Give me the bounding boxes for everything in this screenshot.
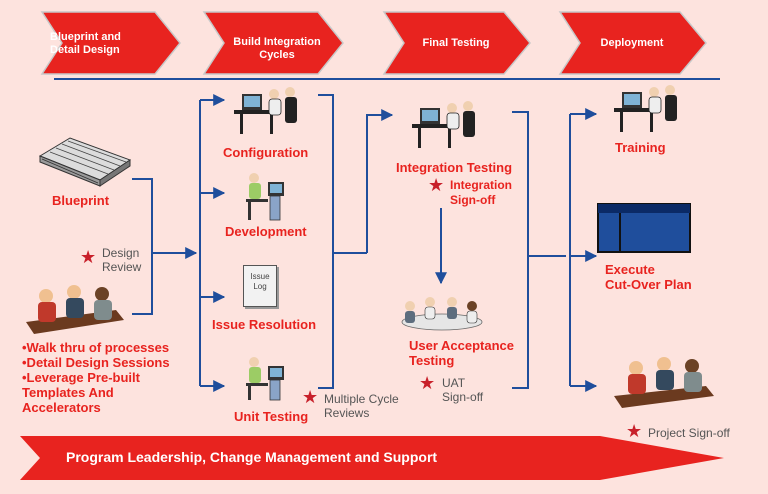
signoff-meeting-icon — [614, 357, 714, 408]
blueprint-document-icon — [38, 137, 132, 187]
uat-label: User Acceptance Testing — [409, 338, 515, 368]
unit-tester-icon — [246, 357, 284, 401]
project-signoff-star-icon: ★ — [626, 421, 643, 441]
integration-signoff-label: Integration Sign-off — [450, 178, 512, 207]
design-review-label: Design Review — [102, 246, 142, 274]
design-review-star-icon: ★ — [80, 247, 97, 267]
phase-label-3: Final Testing — [422, 37, 490, 49]
bullet-design-sessions: •Detail Design Sessions — [22, 355, 170, 370]
cycle-reviews-star-icon: ★ — [302, 387, 319, 407]
issue-log-text: Issue Log — [250, 272, 270, 291]
bullet-walkthru: •Walk thru of processes — [22, 340, 170, 355]
blueprint-bullets: •Walk thru of processes •Detail Design S… — [22, 340, 170, 415]
phase-chevrons — [40, 11, 707, 75]
build-left-bracket — [199, 94, 226, 392]
cutover-plan-icon — [597, 203, 691, 253]
phase-chevron-1 — [40, 11, 181, 75]
integration-workstation-icon — [412, 101, 475, 148]
leadership-arrow — [20, 436, 724, 480]
phase-chevron-4 — [558, 11, 707, 75]
training-label: Training — [615, 140, 666, 155]
training-workstation-icon — [614, 85, 677, 132]
phase-label-2: Build Integration Cycles — [233, 36, 321, 61]
cutover-label: Execute Cut-Over Plan — [605, 262, 692, 292]
phase-chevron-2 — [202, 11, 344, 75]
workstation-icon — [234, 87, 297, 134]
meeting-icon — [26, 285, 124, 334]
testing-right-bracket — [512, 111, 566, 389]
development-label: Development — [225, 224, 307, 239]
issue-resolution-label: Issue Resolution — [212, 317, 317, 332]
uat-signoff-star-icon: ★ — [419, 373, 436, 393]
blueprint-connector — [132, 178, 198, 315]
uat-group-icon — [401, 297, 483, 331]
blueprint-label: Blueprint — [52, 193, 110, 208]
uat-signoff-label: UAT Sign-off — [442, 376, 484, 404]
configuration-label: Configuration — [223, 145, 309, 160]
build-right-bracket — [318, 94, 394, 389]
bullet-leverage: •Leverage Pre-built Templates And Accele… — [22, 370, 140, 415]
leadership-label: Program Leadership, Change Management an… — [66, 449, 438, 465]
integration-signoff-star-icon: ★ — [428, 175, 445, 195]
project-signoff-label: Project Sign-off — [648, 426, 730, 440]
deployment-bracket — [569, 108, 598, 392]
phase-label-4: Deployment — [600, 37, 664, 49]
integration-testing-label: Integration Testing — [396, 160, 513, 175]
phase-chevron-3 — [382, 11, 531, 75]
issue-log-icon: Issue Log — [243, 265, 277, 307]
phase-label-1: Blueprint and Detail Design — [50, 31, 121, 56]
developer-icon — [246, 173, 284, 221]
unit-testing-label: Unit Testing — [234, 409, 309, 424]
cycle-reviews-label: Multiple Cycle Reviews — [324, 392, 399, 420]
